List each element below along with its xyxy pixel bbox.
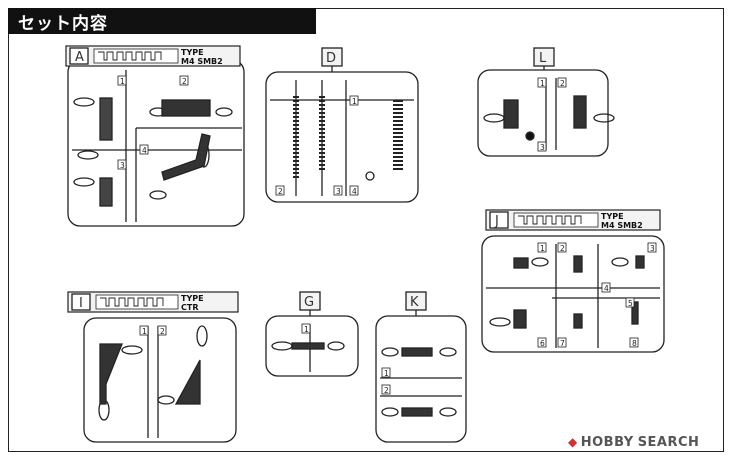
runner-d	[265, 47, 419, 203]
runner-a-num: 1	[120, 77, 125, 86]
runner-l-num: 3	[540, 143, 545, 152]
brand-logo-glyphs	[100, 297, 164, 307]
runner-k-num: 1	[384, 369, 389, 378]
runner-j-model: M4 SMB2	[601, 221, 643, 230]
runner-i-type: TYPE	[181, 294, 204, 303]
runner-j-num: 1	[540, 244, 545, 253]
runner-a-type: TYPE	[181, 48, 204, 57]
brand-logo	[95, 294, 179, 310]
runner-l-letter: L	[539, 51, 547, 66]
runner-j-num: 3	[650, 244, 655, 253]
letter-box	[489, 211, 509, 229]
brand-logo-glyphs	[518, 215, 582, 225]
runner-j-num: 6	[540, 339, 545, 348]
runner-frame	[67, 59, 245, 227]
runner-g	[265, 291, 359, 377]
runner-g-letter: G	[304, 295, 314, 310]
runner-frame	[265, 315, 359, 377]
runner-j-num: 7	[560, 339, 565, 348]
page-frame	[8, 8, 724, 452]
runner-i-letter: I	[79, 296, 83, 311]
runner-a	[65, 45, 245, 227]
runner-a-num: 4	[142, 146, 147, 155]
runner-frame	[477, 69, 609, 157]
runner-d-letter: D	[326, 51, 336, 66]
runner-j-num: 5	[628, 299, 633, 308]
watermark-rest: SEARCH	[637, 435, 700, 450]
runner-j-num: 2	[560, 244, 565, 253]
letter-box	[71, 293, 91, 311]
runner-i-num: 1	[142, 327, 147, 336]
runner-j	[481, 209, 665, 353]
runner-d-num: 2	[278, 187, 283, 196]
runner-frame	[375, 315, 467, 443]
runner-i-num: 2	[160, 327, 165, 336]
watermark-brand: HOBBY	[580, 435, 634, 450]
header-bar	[8, 8, 316, 34]
runner-frame	[265, 71, 419, 203]
runner-d-num: 3	[336, 187, 341, 196]
runner-k	[375, 291, 467, 443]
runner-j-num: 4	[604, 284, 609, 293]
runner-j-num: 8	[632, 339, 637, 348]
runner-l	[477, 47, 615, 157]
runner-a-num: 2	[182, 77, 187, 86]
page-title: セット内容	[18, 14, 108, 34]
runner-d-num: 4	[352, 187, 357, 196]
runner-d-num: 1	[352, 97, 357, 106]
brand-logo-glyphs	[98, 51, 162, 61]
runner-a-num: 3	[120, 161, 125, 170]
runner-a-model: M4 SMB2	[181, 57, 223, 66]
runner-k-num: 2	[384, 386, 389, 395]
runner-j-letter: J	[494, 214, 499, 229]
runner-j-type: TYPE	[601, 212, 624, 221]
runner-a-letter: A	[75, 50, 84, 65]
runner-k-letter: K	[410, 295, 419, 310]
hobby-search-logo-icon: ◆	[568, 435, 578, 449]
runner-i-model: CTR	[181, 303, 199, 312]
runner-l-num: 2	[560, 79, 565, 88]
runner-l-num: 1	[540, 79, 545, 88]
runner-i	[67, 291, 239, 443]
runner-frame	[481, 235, 665, 353]
letter-box	[69, 47, 89, 65]
runner-g-num: 1	[304, 325, 309, 334]
runner-frame	[83, 317, 237, 443]
